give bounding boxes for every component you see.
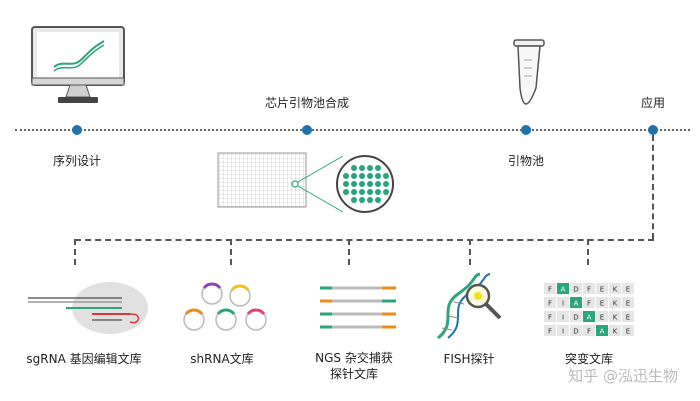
stage-label-synthesis: 芯片引物池合成 (264, 96, 350, 110)
app-label-mutant: 突变文库 (564, 352, 614, 366)
sgrna-cas9-icon (28, 282, 148, 334)
mutant-cell-letter: K (613, 286, 618, 294)
mutant-cell (609, 283, 621, 294)
mutant-cell-letter: I (562, 300, 564, 308)
timeline-dot-pool (521, 125, 531, 135)
mutant-cell (622, 325, 634, 336)
mutant-cell-letter: E (626, 286, 630, 294)
mutant-cell-letter: A (561, 286, 566, 294)
mutant-cell-letter: F (587, 300, 591, 308)
mutant-cell (570, 325, 582, 336)
mutant-cell (570, 311, 582, 322)
mutant-cell-letter: E (600, 300, 604, 308)
mutant-cell (609, 325, 621, 336)
app-label-fish: FISH探针 (443, 352, 495, 366)
mutant-cell (622, 297, 634, 308)
mutant-cell-letter: F (548, 300, 552, 308)
mutant-cell (557, 297, 569, 308)
mutant-cell (544, 297, 556, 308)
mutant-cell (557, 283, 569, 294)
mutant-cell-letter: E (600, 314, 604, 322)
mutant-cell (544, 325, 556, 336)
mutant-cell-letter: E (600, 286, 604, 294)
mutant-cell-letter: K (613, 300, 618, 308)
mutant-cell (609, 297, 621, 308)
mutant-cell (544, 283, 556, 294)
mutant-cell (583, 325, 595, 336)
stage-label-design: 序列设计 (52, 154, 102, 168)
connector-drop-shrna (230, 239, 232, 265)
mutant-cell-letter: E (626, 328, 630, 336)
stage-label-pool: 引物池 (507, 154, 545, 168)
mutant-cell (622, 283, 634, 294)
mutant-cell-letter: A (600, 328, 605, 336)
fish-dna-magnifier-icon (437, 272, 502, 340)
timeline-dot-design (72, 125, 82, 135)
mutant-cell (570, 283, 582, 294)
connector-drop-fish (469, 239, 471, 265)
mutant-cell (622, 311, 634, 322)
mutant-cell (596, 311, 608, 322)
mutant-cell-letter: F (548, 286, 552, 294)
mutant-cell-letter: E (626, 314, 630, 322)
mutant-cell-letter: E (626, 300, 630, 308)
mutant-cell-letter: D (573, 286, 578, 294)
mutant-cell (596, 283, 608, 294)
shrna-plasmid-icon (183, 282, 267, 331)
mutant-cell (596, 297, 608, 308)
timeline-dot-application (648, 125, 658, 135)
mutant-cell-letter: D (573, 328, 578, 336)
stage-label-application: 应用 (640, 96, 666, 110)
mutant-cell (583, 297, 595, 308)
connector-drop-sgrna (74, 239, 76, 265)
mutant-cell-letter: I (562, 328, 564, 336)
test-tube-icon (513, 39, 545, 105)
mutant-cell-letter: A (574, 300, 579, 308)
mutant-cell (557, 325, 569, 336)
mutant-cell-letter: F (587, 328, 591, 336)
mutant-cell (609, 311, 621, 322)
connector-vertical-main (652, 135, 654, 239)
mutant-cell-letter: K (613, 328, 618, 336)
app-label-shrna: shRNA文库 (190, 352, 254, 366)
app-label-sgrna: sgRNA 基因编辑文库 (26, 352, 142, 366)
connector-drop-ngs (348, 239, 350, 265)
mutant-cell-letter: I (562, 314, 564, 322)
mutant-cell (583, 311, 595, 322)
timeline-line (15, 129, 690, 131)
watermark: 知乎 @泓迅生物 (568, 367, 678, 385)
app-label-ngs: NGS 杂交捕获 探针文库 (315, 351, 393, 381)
mutant-cell-letter: F (548, 314, 552, 322)
mutant-cell (544, 311, 556, 322)
mutant-cell-letter: D (573, 314, 578, 322)
connector-drop-mutant (587, 239, 589, 265)
mutant-cell-letter: K (613, 314, 618, 322)
mutant-cell (557, 311, 569, 322)
computer-monitor-icon (31, 26, 125, 103)
mutant-cell (596, 325, 608, 336)
mutant-cell-letter: F (587, 286, 591, 294)
mutant-cell (583, 283, 595, 294)
chip-array-icon (217, 152, 394, 213)
mutant-cell-letter: F (548, 328, 552, 336)
timeline-dot-synthesis (302, 125, 312, 135)
ngs-probe-icon (320, 286, 396, 329)
connector-horizontal (75, 239, 654, 241)
mutant-cell (570, 297, 582, 308)
mutant-cell-letter: A (587, 314, 592, 322)
